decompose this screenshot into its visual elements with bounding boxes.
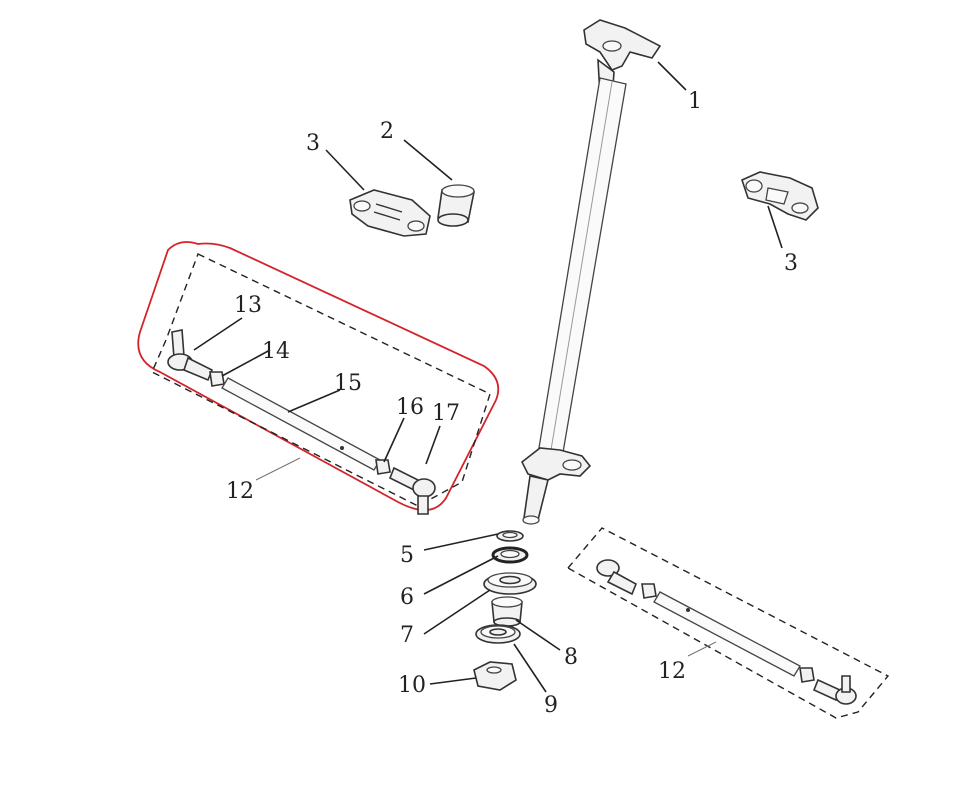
callout-labels: 1 2 3 3 13 14 15 16 17 12 5 6 7 8 10 9 1… bbox=[226, 89, 798, 718]
label-17: 17 bbox=[432, 401, 460, 426]
bracket-clamp-right bbox=[741, 171, 819, 221]
tie-rod-assembly-right bbox=[566, 527, 890, 719]
label-16: 16 bbox=[396, 395, 424, 420]
label-1: 1 bbox=[688, 89, 702, 114]
steering-column bbox=[520, 19, 662, 525]
bearing-7 bbox=[483, 572, 537, 595]
tie-rod-assembly-left bbox=[137, 241, 500, 515]
label-12-left: 12 bbox=[226, 479, 254, 504]
label-9: 9 bbox=[544, 693, 558, 718]
label-2: 2 bbox=[380, 119, 394, 144]
seal-6 bbox=[491, 546, 529, 564]
label-3-left: 3 bbox=[306, 131, 320, 156]
label-5: 5 bbox=[400, 543, 414, 568]
label-7: 7 bbox=[400, 623, 414, 648]
bushing bbox=[437, 184, 475, 227]
label-10: 10 bbox=[398, 673, 426, 698]
label-13: 13 bbox=[234, 293, 262, 318]
bearing-9 bbox=[475, 624, 521, 644]
label-8: 8 bbox=[564, 645, 578, 670]
washer-5 bbox=[496, 530, 524, 542]
castle-nut-10 bbox=[473, 661, 517, 691]
leader-lines bbox=[193, 61, 783, 693]
label-6: 6 bbox=[400, 585, 414, 610]
label-14: 14 bbox=[262, 339, 290, 364]
bracket-clamp-left bbox=[349, 189, 431, 237]
label-12-right: 12 bbox=[658, 659, 686, 684]
label-15: 15 bbox=[334, 371, 362, 396]
label-3-right: 3 bbox=[784, 251, 798, 276]
